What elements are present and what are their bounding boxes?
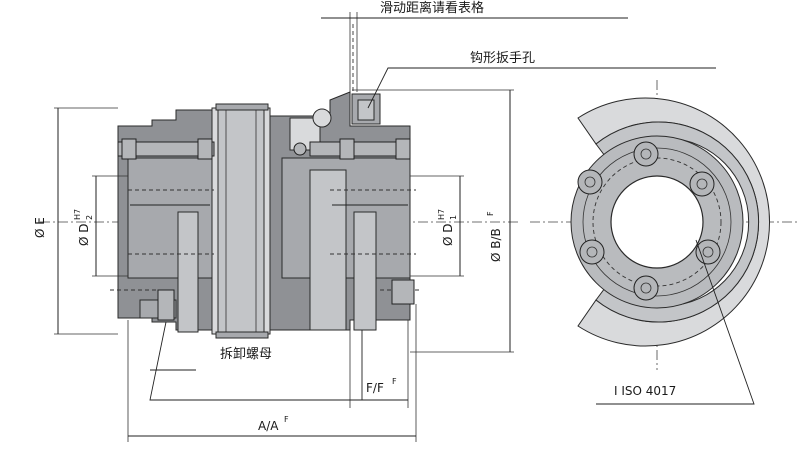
coupling-front-view bbox=[570, 97, 771, 347]
label-dim-d2: Ø D 2 H7 bbox=[73, 209, 94, 246]
left-hub-body bbox=[127, 157, 213, 279]
label-standard: I ISO 4017 bbox=[614, 384, 676, 398]
label-dim-e: Ø E bbox=[33, 217, 47, 238]
svg-text:2: 2 bbox=[85, 215, 94, 220]
svg-text:Ø D: Ø D bbox=[441, 224, 455, 247]
removal-nut-screw bbox=[157, 289, 175, 321]
label-dim-d1: Ø D 1 H7 bbox=[437, 209, 458, 246]
svg-text:F: F bbox=[486, 211, 495, 216]
label-sliding-distance: 滑动距离请看表格 bbox=[380, 0, 484, 16]
svg-text:H7: H7 bbox=[437, 209, 446, 220]
svg-text:1: 1 bbox=[449, 215, 458, 220]
svg-text:Ø B/B: Ø B/B bbox=[489, 228, 503, 262]
coupling-side-view bbox=[110, 91, 420, 339]
bore-hidden-lines bbox=[110, 189, 420, 291]
annotation-labels: 滑动距离请看表格 钩形扳手孔 拆卸螺母 I ISO 4017 Ø E Ø D 2… bbox=[33, 0, 676, 433]
label-dim-a: A/A F bbox=[258, 415, 289, 433]
svg-text:Ø D: Ø D bbox=[77, 224, 91, 247]
top-bolts bbox=[117, 138, 411, 160]
label-dim-b: Ø B/B F bbox=[486, 211, 503, 262]
svg-text:F: F bbox=[284, 415, 289, 424]
svg-text:H7: H7 bbox=[73, 209, 82, 220]
svg-text:F/F: F/F bbox=[366, 381, 384, 395]
label-dim-f: F/F F bbox=[366, 377, 397, 395]
label-hook-wrench-hole: 钩形扳手孔 bbox=[470, 50, 535, 66]
label-removal-nut: 拆卸螺母 bbox=[220, 346, 272, 362]
svg-text:A/A: A/A bbox=[258, 419, 279, 433]
bearing-ball bbox=[312, 108, 332, 128]
svg-text:F: F bbox=[392, 377, 397, 386]
dimension-lines bbox=[54, 12, 755, 442]
